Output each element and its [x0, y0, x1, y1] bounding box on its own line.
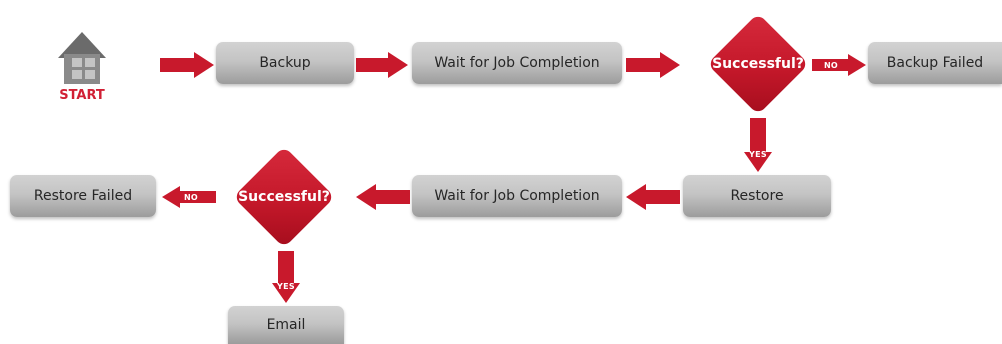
start-label: START [59, 88, 105, 103]
arrow-left-icon [162, 186, 216, 208]
restore-step: Restore [683, 175, 831, 217]
backup-failed-step: Backup Failed [868, 42, 1002, 84]
yes-label: YES [277, 281, 295, 291]
decision-label: Successful? [238, 189, 330, 205]
arrow-down-icon [744, 118, 772, 172]
arrow-right-icon [812, 54, 866, 76]
decision-successful: Successful? [706, 12, 810, 116]
arrow-right-icon [160, 52, 214, 78]
house-icon [58, 32, 106, 84]
arrow-left-icon [626, 184, 680, 210]
backup-step: Backup [216, 42, 354, 84]
restore-failed-step: Restore Failed [10, 175, 156, 217]
arrow-right-icon [626, 52, 680, 78]
arrow-down-icon [272, 251, 300, 303]
no-label: NO [823, 60, 839, 70]
decision-label: Successful? [712, 56, 804, 72]
wait-for-job-step: Wait for Job Completion [412, 175, 622, 217]
arrow-left-icon [356, 184, 410, 210]
arrow-right-icon [356, 52, 408, 78]
no-label: NO [183, 192, 199, 202]
email-step: Email [228, 306, 344, 344]
wait-for-job-step: Wait for Job Completion [412, 42, 622, 84]
yes-label: YES [749, 149, 767, 159]
decision-successful: Successful? [232, 145, 336, 249]
